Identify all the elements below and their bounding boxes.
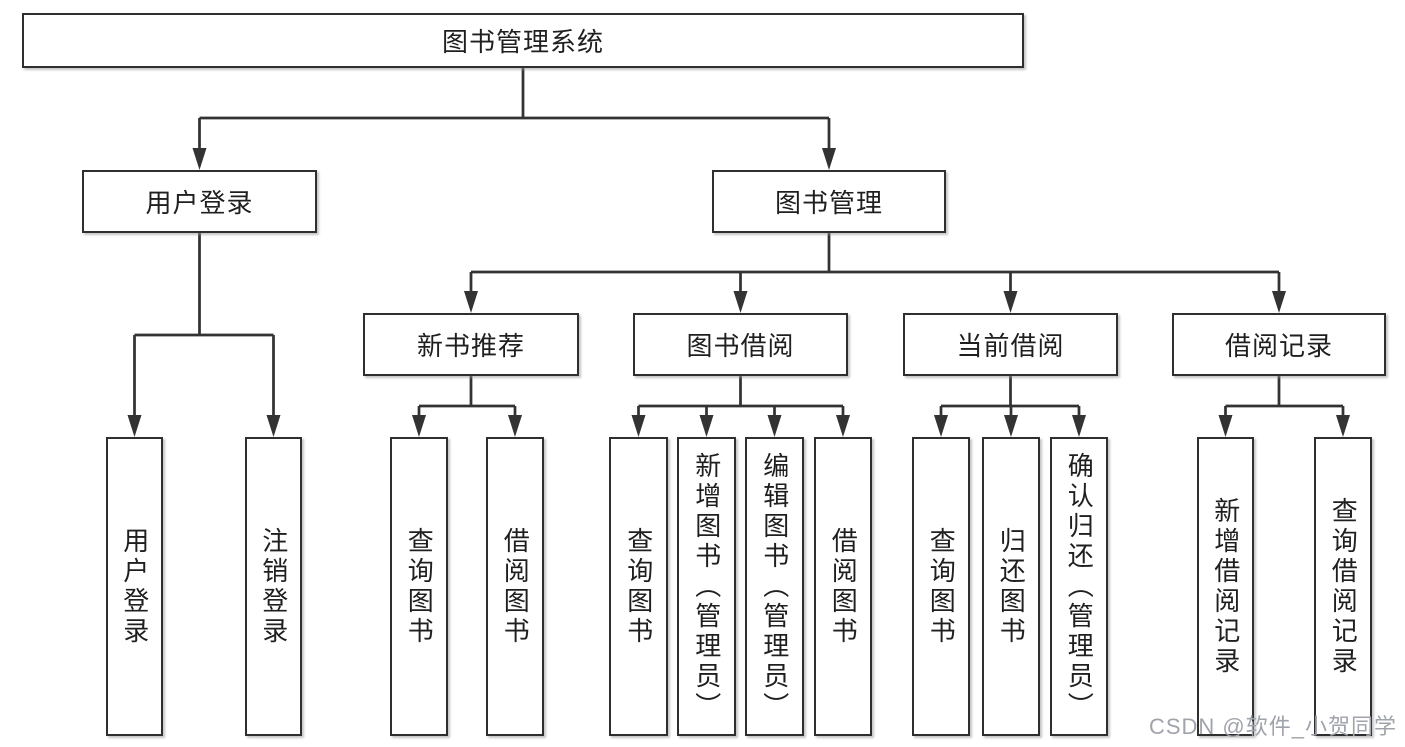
arrowhead — [836, 415, 850, 437]
arrowhead — [1272, 291, 1286, 313]
leaf-add-book-admin: 新增图书（管理员） — [677, 437, 736, 736]
node-label: 用户登录 — [119, 526, 150, 647]
node-label: 查询借阅记录 — [1328, 496, 1359, 677]
arrowhead — [266, 415, 281, 437]
leaf-query-books-borrowing: 查询图书 — [609, 437, 668, 736]
arrowhead — [733, 291, 748, 313]
arrowhead — [508, 415, 522, 437]
node-label: 确认归还（管理员） — [1064, 451, 1095, 722]
node-label: 归还图书 — [996, 526, 1027, 647]
node-borrowing-records: 借阅记录 — [1172, 313, 1386, 376]
node-book-borrowing: 图书借阅 — [633, 313, 848, 376]
arrowhead — [1003, 291, 1018, 313]
connector-root-split — [198, 68, 831, 148]
leaf-query-books-recommend: 查询图书 — [390, 437, 448, 736]
arrowhead — [1218, 415, 1233, 437]
node-user-login: 用户登录 — [82, 170, 317, 233]
leaf-logout: 注销登录 — [245, 437, 302, 736]
leaf-query-books-current: 查询图书 — [912, 437, 970, 736]
node-label: 注销登录 — [258, 526, 289, 647]
arrowhead — [1004, 415, 1018, 437]
leaf-query-borrow-record: 查询借阅记录 — [1314, 437, 1372, 736]
node-current-borrowing: 当前借阅 — [903, 313, 1118, 376]
node-root: 图书管理系统 — [22, 13, 1024, 68]
connector-user-login-split — [133, 233, 275, 415]
arrowhead — [631, 415, 646, 437]
connector-current-borrowing-split — [939, 376, 1081, 415]
node-label: 借阅记录 — [1224, 331, 1333, 361]
connector-borrow-records-split — [1224, 376, 1345, 415]
connector-paths — [133, 68, 1345, 415]
node-label: 新增图书（管理员） — [691, 451, 722, 722]
node-label: 编辑图书（管理员） — [759, 451, 790, 722]
node-label: 新书推荐 — [416, 331, 525, 361]
watermark: CSDN @软件_小贺同学 — [1148, 714, 1397, 739]
node-label: 借阅图书 — [828, 526, 859, 647]
node-label: 借阅图书 — [500, 526, 531, 647]
node-label: 查询图书 — [623, 526, 654, 647]
leaf-edit-book-admin: 编辑图书（管理员） — [745, 437, 804, 736]
arrowhead — [127, 415, 142, 437]
arrowhead — [822, 148, 836, 170]
leaf-borrow-books-borrowing: 借阅图书 — [814, 437, 872, 736]
node-label: 用户登录 — [145, 188, 254, 218]
arrowhead — [192, 148, 207, 170]
node-label: 图书管理系统 — [441, 27, 604, 57]
connector-book-borrowing-split — [637, 376, 845, 415]
leaf-return-books: 归还图书 — [982, 437, 1040, 736]
arrowhead — [1072, 415, 1086, 437]
arrowhead — [1336, 415, 1350, 437]
connector-new-book-split — [417, 376, 517, 415]
arrowhead — [464, 291, 478, 313]
connector-book-management-split — [469, 233, 1281, 291]
arrowheads — [127, 148, 1350, 437]
arrowhead — [412, 415, 426, 437]
node-label: 查询图书 — [926, 526, 957, 647]
node-label: 当前借阅 — [956, 331, 1065, 361]
arrowhead — [699, 415, 714, 437]
leaf-user-login: 用户登录 — [106, 437, 163, 736]
node-label: 新增借阅记录 — [1210, 496, 1241, 677]
node-new-book-recommendation: 新书推荐 — [363, 313, 579, 376]
leaf-borrow-books-recommend: 借阅图书 — [486, 437, 544, 736]
arrowhead — [934, 415, 948, 437]
arrowhead — [767, 415, 782, 437]
node-label: 查询图书 — [404, 526, 435, 647]
leaf-add-borrow-record: 新增借阅记录 — [1197, 437, 1254, 736]
node-label: 图书管理 — [774, 188, 883, 218]
leaf-confirm-return-admin: 确认归还（管理员） — [1050, 437, 1108, 736]
node-label: 图书借阅 — [686, 331, 795, 361]
node-book-management: 图书管理 — [712, 170, 946, 233]
